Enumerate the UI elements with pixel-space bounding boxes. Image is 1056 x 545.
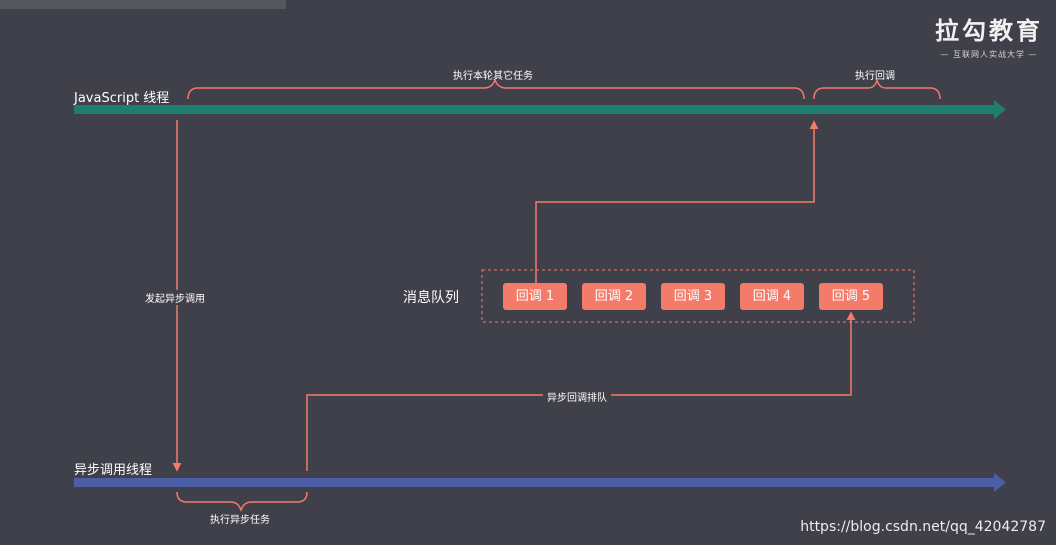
message-queue-label: 消息队列 [403,290,459,306]
watermark: https://blog.csdn.net/qq_42042787 [800,519,1046,535]
logo: 拉勾教育 — 互联网人实战大学 — [934,16,1044,60]
callback-5: 回调 5 [819,283,883,310]
label-start-async-call: 发起异步调用 [141,290,209,305]
brace-run-callback [813,79,941,100]
brace-run-other-tasks [187,77,805,100]
logo-subtitle: — 互联网人实战大学 — [940,50,1038,59]
brace-run-async-task [176,491,308,513]
callback-3: 回调 3 [661,283,725,310]
callback-2: 回调 2 [582,283,646,310]
callback-4: 回调 4 [740,283,804,310]
label-run-other-tasks: 执行本轮其它任务 [453,71,533,82]
label-run-callback: 执行回调 [855,71,895,82]
js-thread-label: JavaScript 线程 [74,91,170,106]
message-queue-box [481,269,915,323]
async-thread-label: 异步调用线程 [74,463,153,478]
js-thread-track [74,100,1006,119]
async-thread-track [74,473,1006,492]
label-callback-enqueue: 异步回调排队 [543,389,611,404]
callback-1: 回调 1 [503,283,567,310]
logo-title: 拉勾教育 [935,17,1043,45]
top-bar-strip [0,0,286,9]
arrow-callback-to-js [535,120,819,283]
label-run-async-task: 执行异步任务 [210,515,270,526]
